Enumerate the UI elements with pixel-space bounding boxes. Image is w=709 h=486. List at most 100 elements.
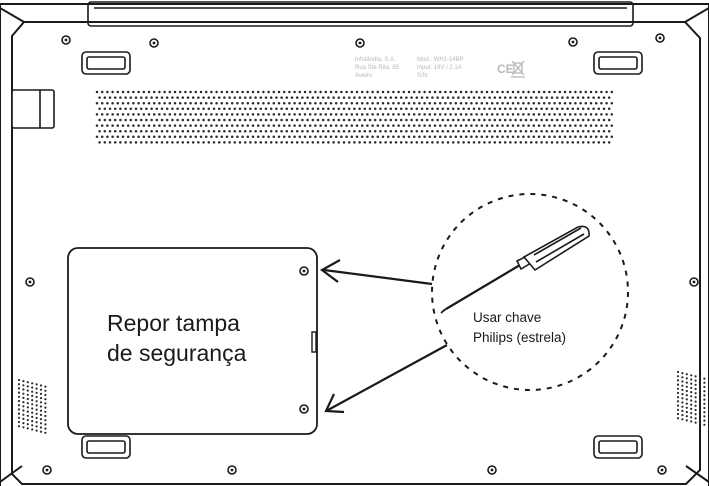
vent-hole: [519, 129, 523, 133]
vent-hole: [592, 96, 595, 99]
vent-hole: [163, 90, 166, 94]
vent-hole: [438, 124, 442, 127]
vent-hole: [436, 96, 439, 99]
vent-hole: [545, 96, 549, 99]
vent-hole: [150, 129, 153, 133]
vent-hole: [132, 90, 135, 94]
vent-hole: [293, 124, 296, 127]
vent-hole: [277, 124, 281, 127]
vent-hole: [337, 96, 341, 99]
vent-hole: [363, 129, 367, 133]
vent-hole: [311, 107, 315, 111]
speaker-hole: [22, 401, 25, 404]
vent-hole: [527, 135, 530, 139]
vent-hole: [358, 118, 361, 122]
vent-hole: [173, 101, 177, 105]
vent-hole: [441, 107, 445, 111]
vent-hole: [405, 129, 408, 133]
vent-hole: [363, 96, 367, 99]
vent-hole: [100, 135, 104, 139]
vent-hole: [113, 96, 117, 99]
vent-hole: [477, 96, 481, 99]
vent-hole: [160, 96, 164, 99]
vent-hole: [392, 113, 395, 116]
tool-text-line1: Usar chave: [473, 310, 541, 325]
corner-chamfer-left: [0, 465, 23, 483]
vent-hole: [272, 135, 276, 139]
hinge-bar: [87, 1, 634, 27]
vent-hole: [204, 113, 208, 116]
vent-hole: [506, 101, 510, 105]
vent-hole: [210, 90, 213, 94]
vent-hole: [566, 141, 569, 144]
vent-hole: [256, 124, 260, 127]
vent-hole: [189, 90, 192, 94]
vent-hole: [425, 129, 429, 133]
vent-hole: [397, 124, 400, 127]
vent-hole: [592, 141, 595, 144]
vent-hole: [95, 124, 99, 127]
vent-hole: [134, 118, 138, 122]
vent-hole: [220, 113, 224, 116]
vent-hole: [386, 113, 390, 116]
speaker-hole: [681, 376, 684, 379]
vent-hole: [306, 118, 309, 122]
vent-hole: [332, 141, 335, 144]
vent-hole: [280, 141, 283, 144]
vent-hole: [345, 124, 348, 127]
vent-hole: [303, 90, 307, 94]
vent-hole: [264, 118, 268, 122]
vent-hole: [555, 129, 559, 133]
vent-hole: [236, 101, 239, 105]
vent-hole: [420, 129, 424, 133]
vent-hole: [217, 118, 221, 122]
vent-hole: [249, 96, 252, 99]
speaker-hole: [685, 389, 688, 393]
vent-hole: [295, 141, 299, 144]
vent-hole: [152, 113, 156, 116]
speaker-hole: [698, 397, 702, 400]
vent-hole: [217, 107, 221, 111]
vent-hole: [337, 118, 341, 122]
vent-hole: [165, 129, 169, 133]
vent-hole: [376, 113, 380, 116]
vent-hole: [145, 107, 148, 111]
vent-hole: [347, 129, 351, 133]
vent-hole: [464, 113, 468, 116]
vent-hole: [490, 135, 494, 139]
vent-hole: [116, 124, 120, 127]
vent-hole: [571, 107, 575, 111]
speaker-hole: [681, 405, 684, 408]
vent-hole: [124, 141, 127, 144]
vent-hole: [163, 113, 166, 116]
vent-hole: [111, 113, 114, 116]
vent-hole: [418, 113, 421, 116]
speaker-hole: [31, 424, 34, 427]
vent-hole: [301, 107, 304, 111]
vent-hole: [345, 135, 348, 139]
vent-hole: [295, 129, 299, 133]
vent-hole: [436, 118, 439, 122]
vent-hole: [225, 135, 229, 139]
vent-hole: [197, 129, 200, 133]
vent-hole: [288, 124, 291, 127]
vent-hole: [225, 113, 229, 116]
vent-hole: [506, 135, 510, 139]
speaker-hole: [694, 408, 697, 412]
speaker-hole: [39, 388, 43, 391]
vent-hole: [558, 90, 562, 94]
vent-hole: [561, 96, 564, 99]
vent-hole: [251, 101, 255, 105]
vent-hole: [251, 90, 255, 94]
vent-hole: [228, 96, 231, 99]
vent-hole: [311, 96, 315, 99]
vent-hole: [267, 135, 270, 139]
vent-hole: [524, 141, 528, 144]
vent-hole: [106, 101, 109, 105]
vent-hole: [542, 113, 546, 116]
vent-hole: [438, 101, 442, 105]
speaker-hole: [31, 420, 34, 423]
speaker-hole: [694, 396, 697, 399]
speaker-hole: [35, 404, 38, 407]
